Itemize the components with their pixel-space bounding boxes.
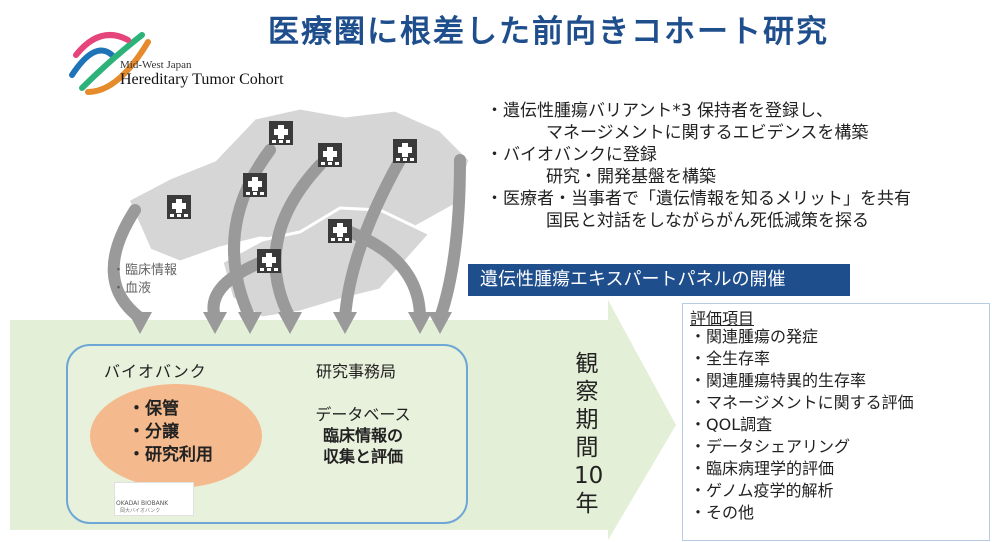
input-labels: ・臨床情報 ・血液: [112, 262, 177, 298]
bullet-main: ・遺伝性腫瘍バリアント*3 保持者を登録し、: [486, 101, 834, 121]
logo-ribbon: [69, 32, 151, 95]
database-line: 収集と評価: [322, 447, 403, 466]
evaluation-list: ・関連腫瘍の発症 ・全生存率 ・関連腫瘍特異的生存率 ・マネージメントに関する評…: [690, 326, 914, 524]
hospital-icon: [240, 170, 270, 204]
hospital-icon: [164, 192, 194, 226]
biobank-items: ・保管 ・分譲 ・研究利用: [128, 398, 213, 467]
hospital-icon: [266, 118, 296, 152]
database-text: データベース 臨床情報の 収集と評価: [290, 404, 436, 467]
evaluation-item: ・関連腫瘍の発症: [690, 327, 819, 346]
evaluation-item: ・QOL調査: [690, 415, 773, 434]
obs-char: 察: [575, 379, 599, 405]
logo-line2: Hereditary Tumor Cohort: [120, 71, 284, 88]
database-label: データベース: [315, 405, 411, 424]
evaluation-title: 評価項目: [690, 309, 755, 328]
evaluation-item: ・臨床病理学的評価: [690, 459, 835, 478]
label-blood: ・血液: [112, 281, 152, 296]
evaluation-item: ・その他: [690, 503, 755, 522]
obs-char: 10: [574, 463, 604, 489]
biobank-item: ・研究利用: [128, 445, 213, 465]
badge-line2: 岡大バイオバンク: [120, 508, 161, 514]
bullet-main: ・医療者・当事者で「遺伝情報を知るメリット」を共有: [486, 189, 911, 209]
evaluation-item: ・マネージメントに関する評価: [690, 393, 914, 412]
obs-char: 間: [575, 435, 599, 461]
goal-bullets: ・遺伝性腫瘍バリアント*3 保持者を登録し、 マネージメントに関するエビデンスを…: [486, 100, 986, 232]
badge-line1: OKADAI BIOBANK: [116, 500, 169, 507]
biobank-item: ・保管: [128, 399, 179, 419]
biobank-ellipse: [90, 384, 262, 488]
bullet-sub: マネージメントに関するエビデンスを構築: [546, 123, 869, 143]
evaluation-item: ・データシェアリング: [690, 437, 851, 456]
bullet-sub: 国民と対話をしながらがん死低減策を探る: [546, 211, 869, 231]
office-title: 研究事務局: [316, 362, 397, 381]
flow-arrowheads: [128, 312, 452, 334]
evaluation-box: [682, 303, 990, 541]
hospital-icon: [315, 140, 345, 174]
logo-line1: Mid-West Japan: [120, 59, 192, 71]
flow-arrows: [107, 144, 466, 324]
evaluation-item: ・全生存率: [690, 349, 771, 368]
biobank-badge: [114, 482, 194, 516]
hospital-icon: [254, 246, 284, 280]
biobank-title: バイオバンク: [104, 362, 207, 381]
hospital-icon: [325, 216, 355, 250]
database-line: 臨床情報の: [322, 426, 403, 445]
biobank-item: ・分譲: [128, 422, 179, 442]
obs-char: 観: [575, 351, 599, 377]
evaluation-item: ・ゲノム疫学的解析: [690, 481, 834, 500]
obs-char: 期: [575, 407, 599, 433]
hospital-icon: [390, 136, 420, 170]
bullet-sub: 研究・開発基盤を構築: [546, 167, 716, 187]
obs-char: 年: [575, 491, 599, 517]
evaluation-item: ・関連腫瘍特異的生存率: [690, 371, 867, 390]
page-title: 医療圏に根差した前向きコホート研究: [268, 14, 829, 50]
bullet-main: ・バイオバンクに登録: [486, 145, 657, 165]
expert-panel-banner: 遺伝性腫瘍エキスパートパネルの開催: [468, 264, 850, 296]
label-clinical-info: ・臨床情報: [112, 263, 178, 278]
observation-period: 観 察 期 間 10 年: [574, 350, 604, 518]
